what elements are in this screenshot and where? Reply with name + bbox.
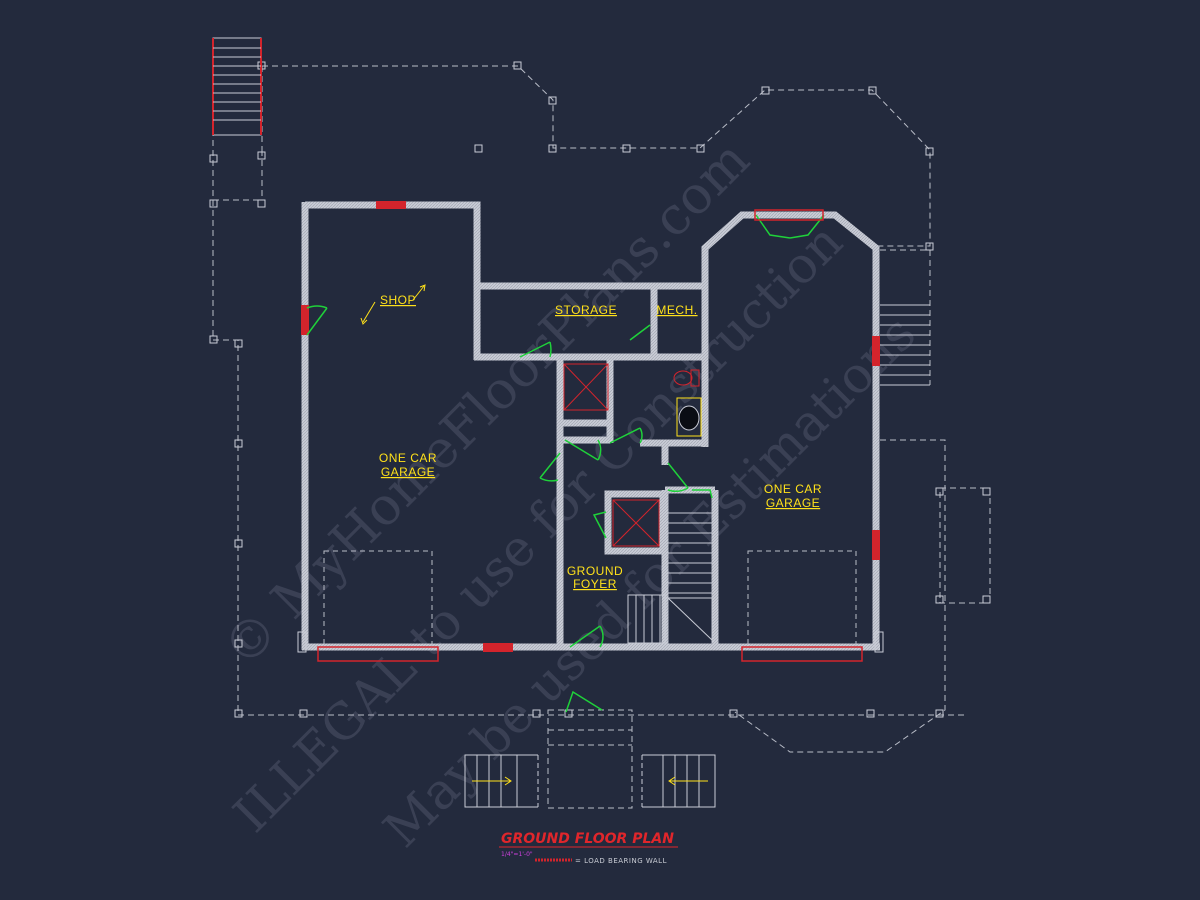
toilet-fixture	[673, 370, 693, 386]
garage-doors	[323, 550, 857, 648]
room-labels: SHOP STORAGE MECH. ONE CAR GARAGE ONE CA…	[360, 284, 822, 591]
window-top-right	[754, 209, 824, 221]
window-right-upper	[872, 336, 880, 366]
door-mech	[629, 324, 651, 341]
window-left-shop	[301, 305, 309, 335]
label-storage: STORAGE	[555, 303, 617, 317]
legend-text: = LOAD BEARING WALL	[575, 857, 667, 865]
door-top-right	[755, 214, 825, 239]
plan-scale: 1/4"=1'-0"	[501, 851, 533, 858]
deck-posts	[209, 61, 991, 718]
label-garage-right-1: ONE CAR	[764, 482, 822, 496]
door-front	[569, 625, 604, 648]
stair-top-left	[212, 37, 262, 136]
window-bottom-garage	[483, 643, 513, 652]
door-stair-closet	[692, 489, 713, 499]
label-mech: MECH.	[656, 303, 697, 317]
elevator-shafts	[563, 363, 660, 547]
stair-right-side	[880, 304, 930, 386]
watermark-line-2: ILLEGAL to use for Construction	[222, 212, 853, 843]
label-shop: SHOP	[380, 293, 416, 307]
label-foyer-1: GROUND	[567, 564, 623, 578]
window-top-shop	[376, 201, 406, 209]
window-right-lower	[872, 530, 880, 560]
label-garage-left-1: ONE CAR	[379, 451, 437, 465]
door-storage	[519, 341, 552, 358]
door-foyer-upper-b	[609, 427, 643, 444]
stair-entry-right	[641, 754, 716, 808]
door-foyer-left	[539, 452, 561, 482]
interior-stairs	[627, 512, 713, 644]
label-garage-right-2: GARAGE	[766, 496, 820, 510]
partitions	[297, 442, 884, 653]
plan-title: GROUND FLOOR PLAN	[501, 831, 674, 847]
door-shop-side	[306, 305, 328, 336]
label-foyer-2: FOYER	[573, 577, 617, 591]
water-heater	[676, 397, 702, 437]
garage-door-headers	[317, 646, 863, 662]
door-foyer-right	[667, 462, 689, 492]
stair-entry-left	[464, 754, 539, 808]
label-garage-left-2: GARAGE	[381, 465, 435, 479]
door-swings	[306, 214, 825, 713]
door-elevator-side	[592, 511, 607, 539]
windows	[301, 201, 880, 652]
title-block: GROUND FLOOR PLAN 1/4"=1'-0" = LOAD BEAR…	[499, 831, 678, 865]
fixtures	[673, 369, 700, 387]
door-foyer-upper-a	[564, 439, 602, 461]
door-entry-stoop	[565, 690, 603, 713]
